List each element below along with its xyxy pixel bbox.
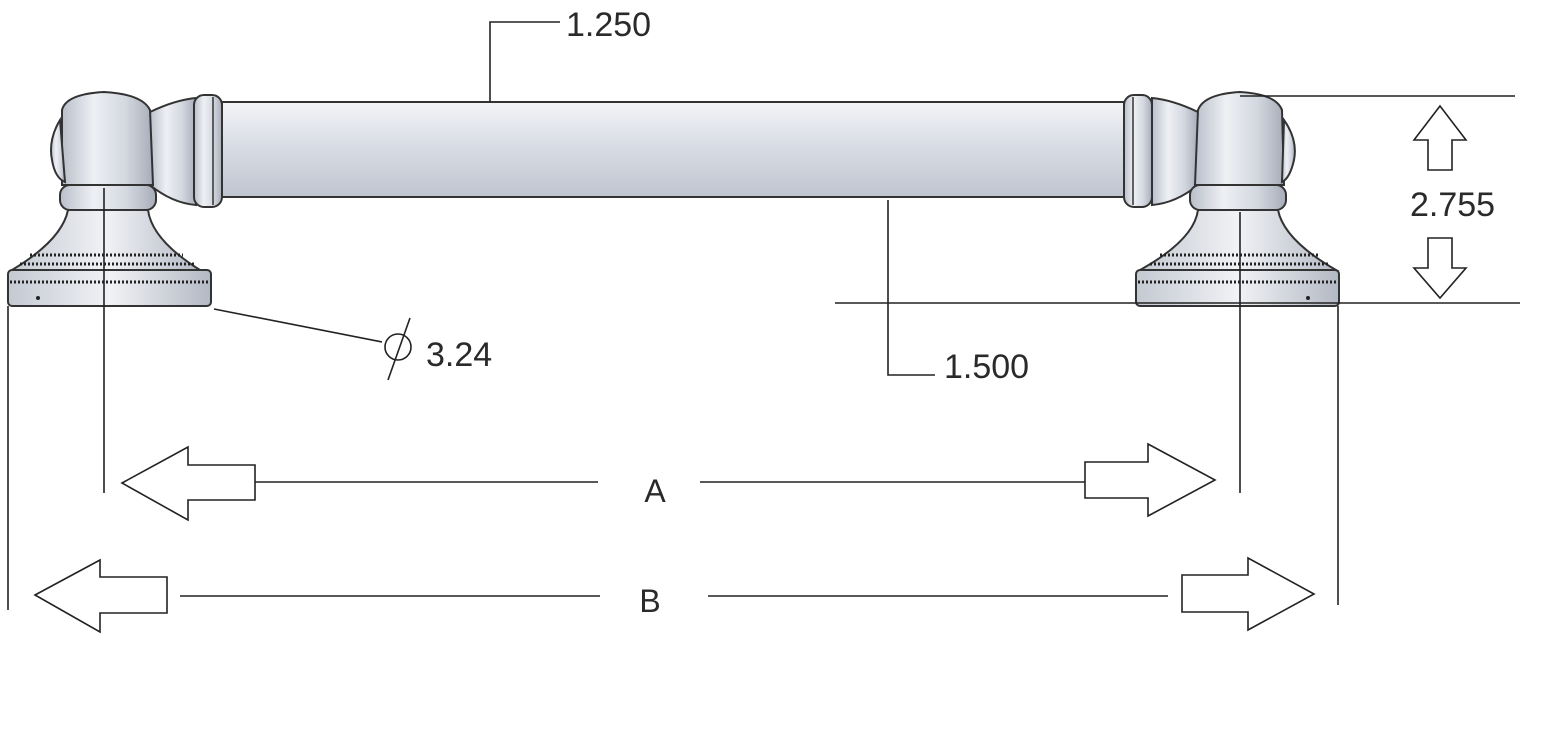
dimension-a-label: A (644, 473, 666, 509)
right-arrow-icon (1181, 556, 1316, 632)
bar-diameter-dimension: 1.250 (489, 6, 651, 102)
dimension-a: A (120, 442, 1217, 522)
left-collar (149, 94, 223, 208)
right-post (1135, 90, 1340, 307)
projection-label: 1.500 (944, 348, 1029, 386)
diameter-symbol-icon (384, 333, 412, 361)
right-collar (1123, 94, 1199, 208)
base-diameter-dimension: 3.24 (213, 308, 492, 381)
right-arrow-icon (1084, 442, 1217, 518)
grab-bar (7, 90, 1340, 307)
left-arrow-icon (33, 558, 168, 634)
height-dimension: 2.755 (835, 95, 1520, 304)
base-diameter-label: 3.24 (426, 336, 492, 374)
projection-dimension: 1.500 (887, 200, 1029, 386)
bar-tube (221, 101, 1125, 198)
dimension-b-label: B (639, 583, 660, 619)
dimension-b: B (33, 556, 1316, 634)
down-arrow-icon (1412, 237, 1468, 300)
height-label: 2.755 (1410, 186, 1495, 224)
bar-diameter-label: 1.250 (566, 6, 651, 44)
left-post (7, 90, 212, 307)
up-arrow-icon (1412, 104, 1468, 171)
left-arrow-icon (120, 445, 256, 522)
